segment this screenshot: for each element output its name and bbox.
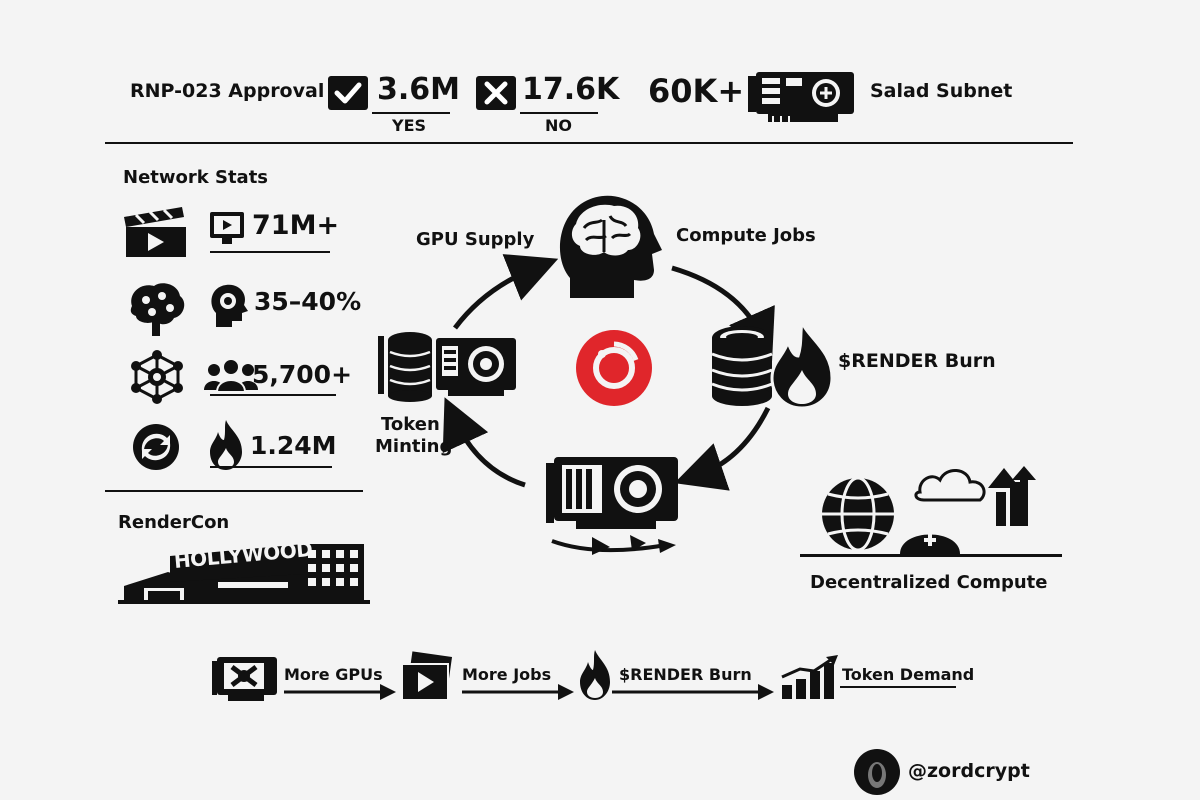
compute-jobs-label: Compute Jobs bbox=[676, 225, 816, 246]
flow-step-3: $RENDER Burn bbox=[619, 665, 752, 684]
head-profile-icon bbox=[208, 283, 248, 329]
network-stats-title: Network Stats bbox=[123, 167, 269, 188]
video-files-icon bbox=[400, 651, 456, 702]
gpu-count: 60K+ bbox=[648, 72, 745, 110]
header-divider bbox=[105, 142, 1073, 144]
stat-value-4: 1.24M bbox=[250, 431, 337, 460]
stat-value-3: 5,700+ bbox=[252, 360, 353, 389]
hollywood-studio-icon bbox=[118, 534, 370, 606]
render-logo-icon bbox=[576, 330, 652, 406]
stats-divider bbox=[105, 490, 363, 492]
bar-growth-icon bbox=[780, 655, 840, 699]
flame-icon bbox=[208, 420, 244, 470]
render-burn-label: $RENDER Burn bbox=[838, 350, 996, 372]
no-label: NO bbox=[545, 116, 572, 135]
approval-label: RNP-023 Approval bbox=[130, 80, 325, 102]
globe-cloud-icon bbox=[800, 462, 1062, 562]
rotating-arrows-icon bbox=[132, 423, 180, 471]
yes-label: YES bbox=[392, 116, 427, 135]
flow-step-4: Token Demand bbox=[842, 665, 975, 684]
rendercon-title: RenderCon bbox=[118, 512, 230, 533]
gpu-card-icon bbox=[748, 70, 856, 126]
arrow-compute-jobs bbox=[671, 265, 775, 361]
server-stack-icon bbox=[378, 330, 518, 402]
no-vote-value: 17.6K bbox=[522, 72, 620, 107]
arrow-render-burn bbox=[674, 406, 771, 491]
arrow-right-icon bbox=[284, 683, 396, 701]
arrow-gpu-supply bbox=[453, 254, 559, 330]
brain-icon bbox=[126, 280, 186, 338]
flame-small-icon bbox=[578, 650, 612, 700]
cross-icon bbox=[476, 76, 516, 110]
token-label: Token bbox=[381, 414, 440, 435]
arrow-right-icon bbox=[612, 683, 774, 701]
people-group-icon bbox=[204, 358, 258, 393]
gpu-supply-label: GPU Supply bbox=[416, 229, 535, 250]
stat-value-2: 35–40% bbox=[254, 287, 362, 316]
arrow-token-minting bbox=[442, 397, 526, 488]
arrow-right-icon bbox=[462, 683, 574, 701]
stat-value-1: 71M+ bbox=[252, 210, 340, 241]
decentralized-compute-label: Decentralized Compute bbox=[810, 572, 1048, 593]
footer-handle[interactable]: @zordcrypt bbox=[908, 760, 1030, 782]
network-icon bbox=[128, 350, 186, 404]
clapperboard-icon bbox=[122, 205, 188, 257]
gpu-small-icon bbox=[212, 657, 280, 703]
video-screen-icon bbox=[210, 212, 244, 244]
flow-step-1: More GPUs bbox=[284, 665, 383, 684]
minting-label: Minting bbox=[375, 436, 453, 457]
subnet-label: Salad Subnet bbox=[870, 80, 1013, 102]
check-icon bbox=[328, 76, 368, 110]
avatar[interactable] bbox=[854, 749, 900, 795]
coins-flame-icon bbox=[708, 316, 836, 410]
ai-head-icon bbox=[556, 194, 664, 300]
gpu-card-bottom-icon bbox=[546, 455, 682, 567]
yes-vote-value: 3.6M bbox=[377, 72, 460, 107]
flow-step-2: More Jobs bbox=[462, 665, 552, 684]
